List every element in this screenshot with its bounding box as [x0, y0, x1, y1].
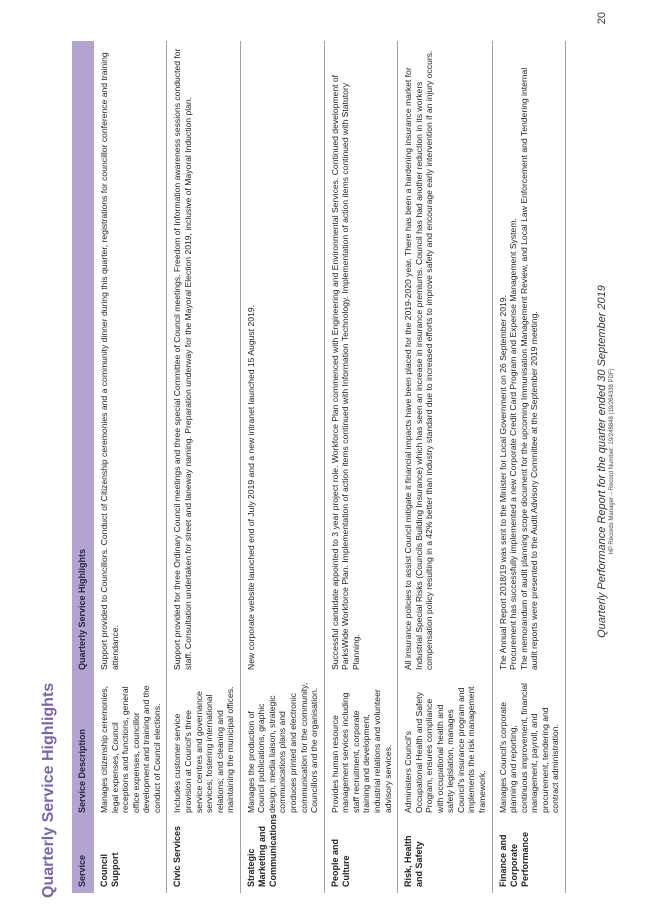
column-header-highlights: Quarterly Service Highlights	[72, 41, 94, 676]
service-highlights: Support provided to Councillors. Conduct…	[94, 41, 167, 676]
footer-report-title: Quarterly Performance Report for the qua…	[596, 285, 608, 638]
page-title: Quarterly Service Highlights	[40, 682, 57, 898]
service-name: Risk, Health and Safety	[397, 819, 493, 893]
service-description: Manages Council's corporate planning and…	[492, 676, 566, 819]
highlight-paragraph: The memorandum of audit planning scope d…	[518, 67, 540, 670]
highlight-paragraph: New corporate website launched end of Ju…	[245, 304, 256, 670]
service-highlights-table: Service Service Description Quarterly Se…	[72, 41, 566, 893]
table-row: Council Support Manages citizenship cere…	[94, 41, 167, 893]
service-description: Manages the production of Council public…	[240, 676, 325, 819]
page-footer: Quarterly Performance Report for the qua…	[596, 0, 615, 923]
service-highlights: All insurance policies to assist Council…	[397, 41, 493, 676]
highlight-paragraph: The Annual Report 2018/19 was sent to th…	[497, 294, 508, 670]
highlight-paragraph: Procurement has successfully implemented…	[508, 218, 519, 670]
service-description: Manages citizenship ceremonies, legal ex…	[94, 676, 167, 819]
highlight-paragraph: Support provided for three Ordinary Coun…	[172, 48, 193, 670]
service-highlights: Support provided for three Ordinary Coun…	[166, 41, 241, 676]
service-highlights: New corporate website launched end of Ju…	[240, 41, 325, 676]
table-row: Finance and Corporate Performance Manage…	[492, 41, 566, 893]
table-row: Strategic Marketing and Communications M…	[240, 41, 325, 893]
service-highlights: Successful candidate appointed to 3 year…	[324, 41, 398, 676]
highlight-paragraph: All insurance policies to assist Council…	[403, 50, 435, 670]
service-name: Civic Services	[166, 819, 241, 893]
table-row: People and Culture Provides human resour…	[324, 41, 398, 893]
service-description: Includes customer service provision at C…	[166, 676, 241, 819]
table-row: Civic Services Includes customer service…	[166, 41, 241, 893]
service-name: People and Culture	[324, 819, 398, 893]
column-header-service: Service	[72, 819, 94, 893]
service-name: Council Support	[94, 819, 167, 893]
service-highlights: The Annual Report 2018/19 was sent to th…	[492, 41, 566, 676]
column-header-description: Service Description	[72, 676, 94, 819]
page-number: 20	[596, 12, 608, 25]
service-description: Provides human resource management servi…	[324, 676, 398, 819]
service-name: Strategic Marketing and Communications	[240, 814, 325, 893]
footer-record-number: HP Records Manager – Record Number: 19/2…	[609, 368, 615, 555]
table-row: Risk, Health and Safety Administers Coun…	[397, 41, 493, 893]
service-name: Finance and Corporate Performance	[492, 819, 566, 893]
table-header: Service Service Description Quarterly Se…	[72, 41, 94, 893]
highlight-paragraph: Support provided to Councillors. Conduct…	[99, 52, 120, 670]
highlight-paragraph: Successful candidate appointed to 3 year…	[329, 74, 361, 670]
service-description: Administers Council's Occupational Healt…	[397, 676, 493, 819]
